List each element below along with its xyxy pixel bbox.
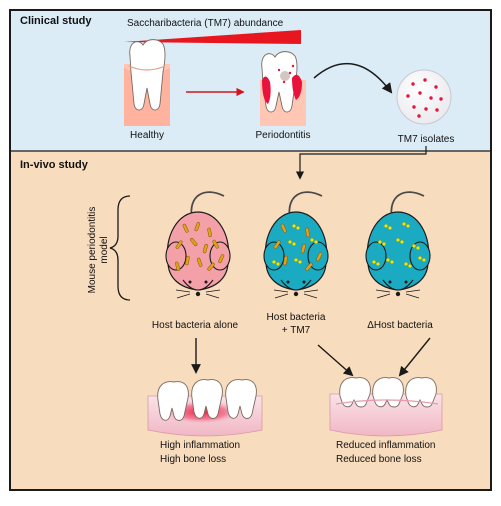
- jaw-reduced-bone-loss: [329, 377, 443, 437]
- mouse-host-bacteria-tm7: [263, 191, 329, 299]
- periodontitis-label: Periodontitis: [255, 130, 310, 141]
- figure-border: [9, 9, 492, 491]
- tm7-isolates-plate: [396, 69, 452, 125]
- isolation-arrow: [313, 62, 393, 94]
- outcome-arrow-3: [398, 337, 431, 377]
- jaw-high-bone-loss: [147, 379, 263, 437]
- abundance-label: Saccharibacteria (TM7) abundance: [127, 18, 284, 29]
- outcome-arrow-2: [317, 344, 354, 377]
- mouse3-label: ΔHost bacteria: [367, 320, 433, 331]
- outcome1-line1: High inflammation: [160, 440, 240, 451]
- mouse2-label-line2: + TM7: [282, 325, 311, 336]
- healthy-tooth-illustration: [124, 39, 170, 126]
- outcome2-line1: Reduced inflammation: [336, 440, 436, 451]
- invivo-section-title: In-vivo study: [20, 159, 89, 171]
- inoculation-arrow: [295, 146, 427, 180]
- mouse-host-bacteria: [165, 191, 231, 299]
- outcome1-line2: High bone loss: [160, 454, 226, 465]
- model-label-line1: Mouse periodontitis: [87, 207, 98, 294]
- clinical-section-title: Clinical study: [20, 15, 92, 27]
- tm7-isolates-label: TM7 isolates: [398, 134, 455, 145]
- mouse2-label-line1: Host bacteria: [267, 312, 326, 323]
- mouse-delta-host-bacteria: [365, 191, 431, 299]
- model-label-line2: model: [99, 236, 110, 263]
- mouse1-label: Host bacteria alone: [152, 320, 239, 331]
- healthy-label: Healthy: [130, 130, 164, 141]
- periodontitis-tooth-illustration: [260, 51, 306, 126]
- model-brace: [109, 195, 131, 301]
- outcome2-line2: Reduced bone loss: [336, 454, 422, 465]
- abundance-gradient-wedge: [124, 30, 301, 44]
